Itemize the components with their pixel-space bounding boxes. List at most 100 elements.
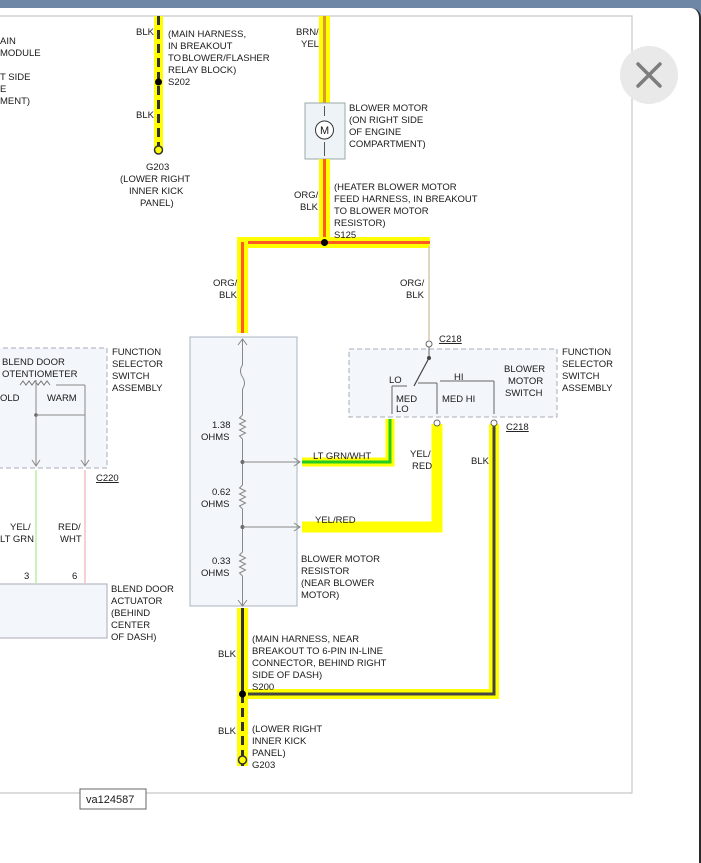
blk-wire-top [153,16,164,155]
yel-ltgrn-2: LT GRN [0,534,34,545]
org-blk-right-1: ORG/ [400,278,425,289]
warm-label: WARM [47,393,77,404]
func-sel-left-1: FUNCTION [112,347,161,358]
org-blk-1b: BLK [300,202,319,213]
blower-resistor-4: MOTOR) [301,590,339,601]
blower-resistor-3: (NEAR BLOWER [301,578,375,589]
splice-s202 [155,78,162,86]
yel-red-bottom: YEL/RED [315,515,356,526]
g203-top-4: PANEL) [140,198,174,209]
c218-top: C218 [439,334,462,345]
blk-top-label: BLK [136,27,155,38]
blower-motor-switch [348,340,558,427]
blower-motor-2: (ON RIGHT SIDE [349,115,423,126]
wiring-diagram: M [0,15,633,810]
ground-g203-bottom [237,755,248,765]
blower-switch-3: SWITCH [505,388,543,399]
top-left-line-5: MENT) [0,96,30,107]
ohms-3-value: 0.33 [212,556,231,567]
ohms-1-unit: OHMS [201,432,230,443]
blend-actuator-1: BLEND DOOR [111,584,174,595]
top-left-line-4: E [0,84,6,95]
main-harness-top-4: BLOWER/FLASHER [182,53,270,64]
org-blk-1a: ORG/ [294,190,319,201]
func-sel-right-2: SELECTOR [562,359,613,370]
ohms-3-unit: OHMS [201,568,230,579]
top-left-line-1: AIN [0,36,16,47]
yel-red-wire [302,424,443,533]
med-lo-1: MED [396,394,417,405]
blower-motor-3: OF ENGINE [349,127,401,138]
heater-feed-3: TO BLOWER MOTOR [334,206,429,217]
diagram-id: va124587 [86,794,134,806]
c220-label: C220 [96,473,119,484]
main-harness-top-1: (MAIN HARNESS, [168,29,246,40]
org-blk-feed [319,159,330,243]
yel-red-right-1: YEL/ [410,449,431,460]
c218-bottom: C218 [506,422,529,433]
red-wht-2: WHT [60,534,82,545]
s200-label: S200 [252,682,274,693]
splice-s200 [239,690,246,698]
med-lo-2: LO [396,404,409,415]
main-harness-bottom-1: (MAIN HARNESS, NEAR [252,634,359,645]
blk-right-label: BLK [471,456,490,467]
g203-top-2: (LOWER RIGHT [120,174,190,185]
blower-motor-resistor [189,336,301,607]
s202-label: S202 [168,77,190,88]
lo-label: LO [389,375,402,386]
brn-yel-wire [319,16,330,104]
ground-g203-top [153,145,164,155]
heater-feed-4: RESISTOR) [334,218,386,229]
lt-grn-wht-wire [302,419,395,467]
brn-yel-1: BRN/ [296,27,319,38]
heater-feed-1: (HEATER BLOWER MOTOR [334,182,457,193]
blower-resistor-1: BLOWER MOTOR [301,554,380,565]
heater-feed-2: FEED HARNESS, IN BREAKOUT [334,194,478,205]
main-harness-top-5: RELAY BLOCK) [168,65,236,76]
org-blk-bus [237,237,430,340]
yel-ltgrn-1: YEL/ [10,522,31,533]
top-left-line-2: MODULE [0,48,41,59]
main-harness-bottom-4: SIDE OF DASH) [252,670,322,681]
blk-bottom-label: BLK [218,649,237,660]
yel-red-right-2: RED [412,461,432,472]
diagram-dialog: M [0,8,701,863]
ohms-1-value: 1.38 [212,420,231,431]
blower-switch-2: MOTOR [508,376,543,387]
blower-switch-1: BLOWER [504,364,545,375]
blend-actuator-3: (BEHIND [111,608,150,619]
blower-motor-4: COMPARTMENT) [349,139,426,150]
blend-actuator-5: OF DASH) [111,632,156,643]
g203-top-3: INNER KICK [129,186,184,197]
org-blk-right-2: BLK [406,290,425,301]
func-sel-left-4: ASSEMBLY [112,383,163,394]
blk-mid-label: BLK [136,110,155,121]
func-sel-right-1: FUNCTION [562,347,611,358]
ohms-2-unit: OHMS [201,499,230,510]
blk-bottom2-label: BLK [218,726,237,737]
g203-top-1: G203 [146,162,169,173]
blend-door-actuator [0,583,108,639]
s125-label: S125 [334,230,356,241]
main-harness-top-2: IN BREAKOUT [168,41,233,52]
func-sel-right-3: SWITCH [562,371,600,382]
main-harness-top-3: TO [168,53,181,64]
med-hi-label: MED HI [442,394,475,405]
splice-s125 [321,239,328,246]
blk-wire-bottom [237,608,248,766]
func-sel-right-4: ASSEMBLY [562,383,613,394]
hi-label: HI [454,372,464,383]
top-left-line-3: T SIDE [0,72,30,83]
main-harness-bottom-2: BREAKOUT TO 6-PIN IN-LINE [252,646,383,657]
blower-motor: M [304,102,346,160]
close-icon [636,62,662,88]
close-button[interactable] [620,46,678,104]
red-wht-1: RED/ [58,522,81,533]
blk-wire-right [242,424,499,699]
org-blk-left-2: BLK [219,290,238,301]
lt-grn-wht-label: LT GRN/WHT [313,451,371,462]
blower-motor-1: BLOWER MOTOR [349,103,428,114]
diagram-border [0,15,633,794]
blend-actuator-4: CENTER [111,620,150,631]
